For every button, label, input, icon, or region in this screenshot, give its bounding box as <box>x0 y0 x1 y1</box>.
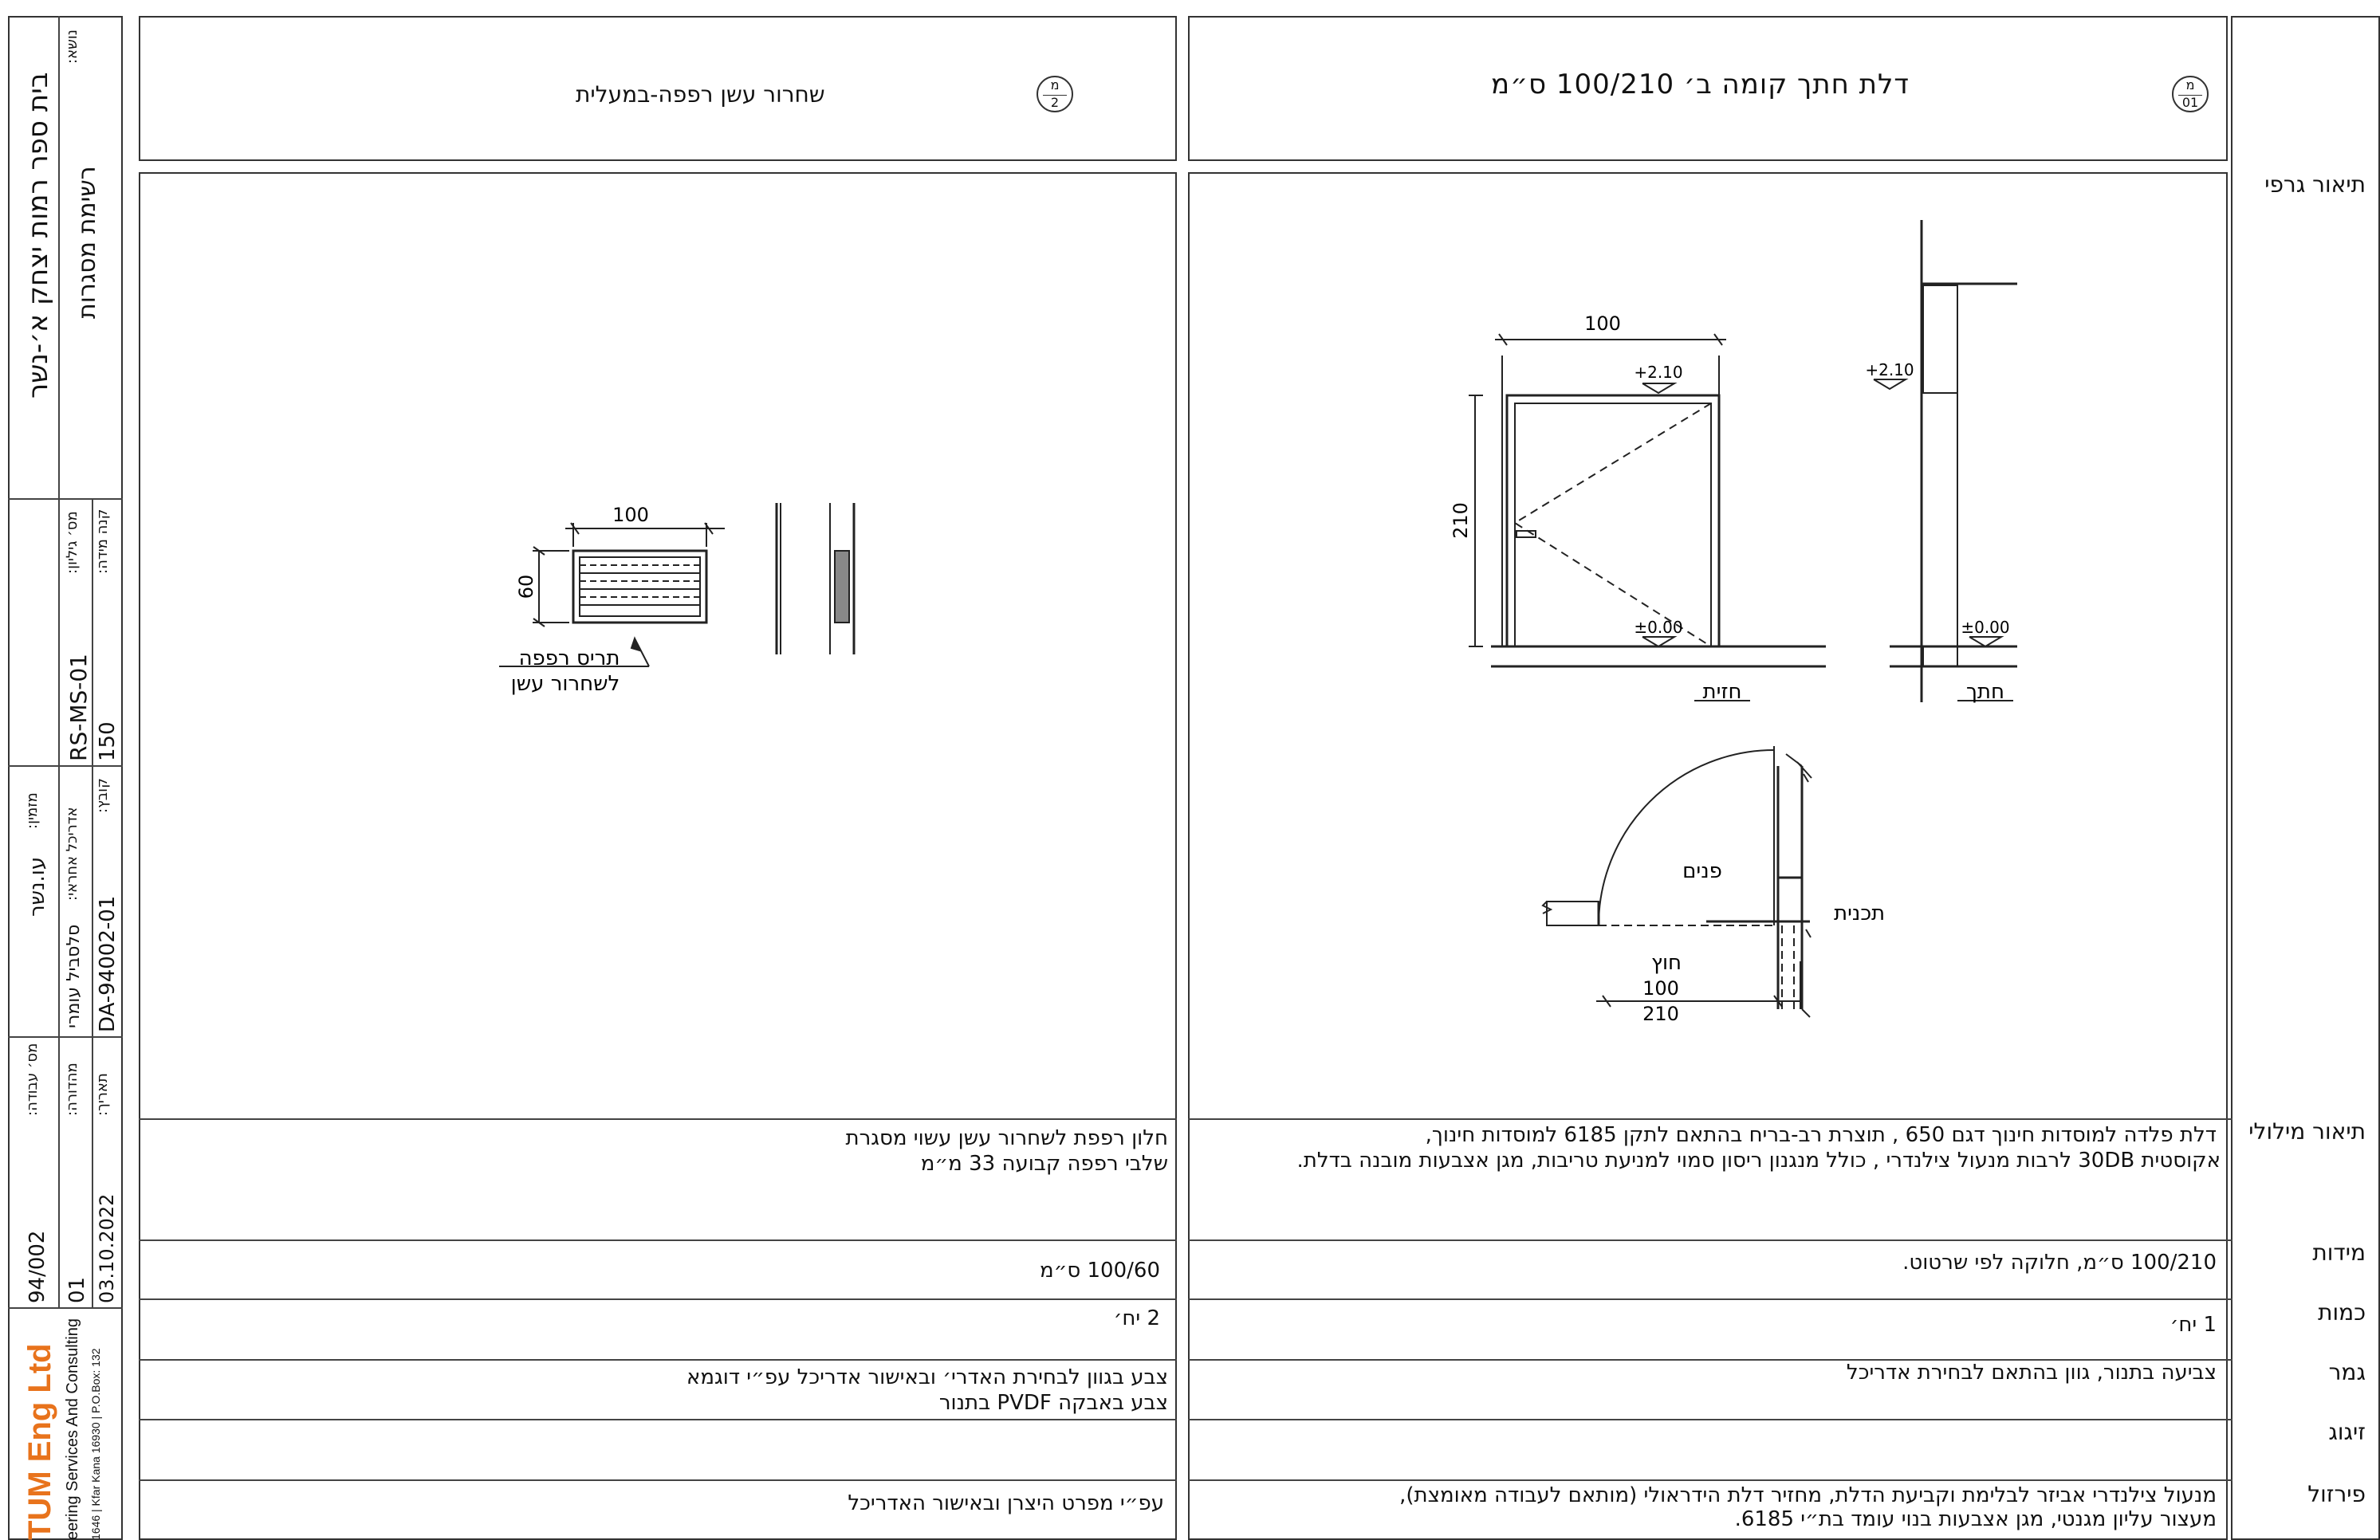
item1-drawing-box <box>1188 172 2228 1540</box>
job-no-label: מס׳ עבודה: <box>24 1043 41 1116</box>
item1-title-box <box>1188 16 2228 161</box>
scale-value: 150 <box>96 721 120 761</box>
row-header-graphic: תיאור גרפי <box>2264 171 2366 198</box>
company-address: 1646 | Kfar Kana 16930 | P.O.Box: 132 <box>89 1348 102 1540</box>
file-value: DA-94002-01 <box>96 895 120 1032</box>
plan-outside: חוץ <box>1651 951 1682 975</box>
architect-label: אדריכל אחראי: <box>64 807 81 901</box>
revision-label: מהדורה: <box>64 1063 81 1116</box>
plan-label: תכנית <box>1834 902 1885 925</box>
door-frame <box>1505 394 1721 648</box>
row-header-verbal: תיאור מילולי <box>2248 1118 2366 1145</box>
client-label: מזמין: <box>24 792 41 829</box>
date-value: 03.10.2022 <box>96 1193 118 1303</box>
sheet-no-label: מס׳ גיליון: <box>64 511 81 574</box>
item2-verbal-line1: חלון רפפת לשחרור עשן עשוי מסגרת <box>845 1126 1169 1150</box>
row-header-column <box>2231 16 2380 1540</box>
item1-dimensions: 100/210 ס״מ, חלוקה לפי שרטוט. <box>1902 1251 2217 1275</box>
item1-hardware-line2: מעצור עליון מגנטי, מגן אצבעות בנוי עומד … <box>1734 1507 2217 1531</box>
section-level-top: +2.10 <box>1865 360 1914 379</box>
door-drawings: 100 +2.10 ±0.00 210 חזית +2.10 ±0.00 חתך… <box>1450 220 2017 1025</box>
row-header-finish: גמר <box>2328 1359 2366 1385</box>
item2-title-box <box>139 16 1177 161</box>
subject-value: רשימת מסגרות <box>73 166 101 319</box>
project-title: בית ספר רמות יצחק א׳-נשר <box>22 72 54 399</box>
item2-finish-line2: צבע באבקה PVDF בתנור <box>938 1391 1168 1415</box>
scale-label: קנה מידה: <box>94 509 111 574</box>
elev-width-dim: 100 <box>1584 312 1621 335</box>
date-label: תאריך: <box>94 1073 111 1116</box>
louver-height-dim: 60 <box>515 575 537 599</box>
company-name: TUM Eng Ltd <box>22 1343 57 1540</box>
item2-title: שחרור עשן רפפה-במעלית <box>576 81 825 108</box>
elev-label: חזית <box>1703 680 1742 704</box>
title-block <box>8 16 123 1540</box>
row-header-quantity: כמות <box>2318 1299 2366 1326</box>
row-header-dimensions: מידות <box>2312 1239 2366 1266</box>
louver-drawing: 100 60 תריס רפפה לשחרור עשן <box>499 503 856 696</box>
item2-drawing-box <box>139 172 1177 1540</box>
file-label: קובץ: <box>94 778 111 813</box>
row-header-glazing: זיגוג <box>2328 1419 2366 1445</box>
elev-height-dim: 210 <box>1450 502 1472 539</box>
louver-width-dim: 100 <box>612 504 649 526</box>
item2-hardware: עפ״י מפרט היצרן ובאישור האדריכל <box>848 1491 1164 1515</box>
item1-verbal-line1: דלת פלדה למוסדות חינוך דגם 650 , תוצרת ר… <box>1425 1123 2217 1147</box>
item2-finish-line1: צבע בגוון לבחירת האדרי׳ ובאישור אדריכל ע… <box>686 1365 1168 1389</box>
item2-verbal-line2: שלבי רפפה קבועה 33 מ״מ <box>920 1152 1168 1176</box>
item1-hardware-line1: מנעול צילנדרי אביזר לבלימת וקביעת הדלת, … <box>1399 1483 2217 1507</box>
item1-quantity: 1 יח׳ <box>2170 1313 2217 1337</box>
plan-dim-inner: 100 <box>1642 977 1679 1000</box>
section-label: חתך <box>1966 680 2004 704</box>
row-header-hardware: פירזול <box>2307 1481 2366 1507</box>
company-tagline: eering Services And Consulting <box>64 1318 81 1540</box>
revision-value: 01 <box>65 1276 89 1303</box>
plan-dim-outer: 210 <box>1642 1003 1679 1025</box>
item2-dimensions: 100/60 ס״מ <box>1039 1259 1160 1283</box>
louver-note-line1: תריס רפפה <box>519 646 620 670</box>
item2-quantity: 2 יח׳ <box>1113 1306 1160 1330</box>
item1-verbal-line2: אקוסטית 30DB לרבות מנעול צילנדרי , כולל … <box>1296 1149 2221 1173</box>
architect-value: סלסביל עומרי <box>64 924 84 1028</box>
subject-label: נושא: <box>64 29 81 64</box>
section-level-bottom: ±0.00 <box>1961 618 2009 637</box>
item1-title: דלת חתך קומה ב׳ 100/210 ס״מ <box>1491 69 1910 100</box>
louver-note-line2: לשחרור עשן <box>511 672 620 696</box>
elev-level-top: +2.10 <box>1634 363 1682 382</box>
job-no-value: 94/002 <box>26 1230 49 1303</box>
elev-level-bottom: ±0.00 <box>1634 618 1682 637</box>
item1-finish: צביעה בתנור, גוון בהתאם לבחירת אדריכל <box>1846 1361 2217 1385</box>
client-value: עו.נשר <box>26 856 49 917</box>
plan-inside: פנים <box>1682 859 1722 883</box>
sheet-no-value: RS-MS-01 <box>65 654 92 761</box>
